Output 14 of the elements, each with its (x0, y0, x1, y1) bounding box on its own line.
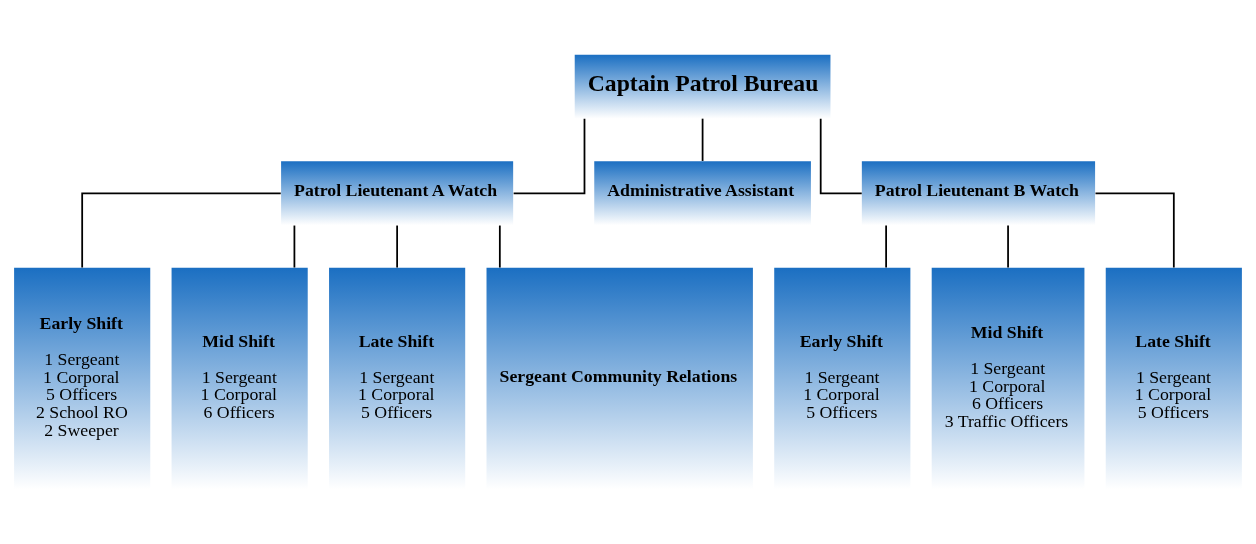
connector (81, 192, 282, 269)
connector (293, 224, 296, 269)
connector (819, 117, 863, 195)
connector (1007, 224, 1009, 269)
node-box: Patrol Lieutenant A Watch (281, 161, 514, 226)
connector (701, 117, 704, 162)
node-box: Captain Patrol Bureau (574, 54, 831, 119)
connector (885, 224, 887, 269)
node-box: Administrative Assistant (594, 161, 811, 226)
connector (1094, 192, 1175, 269)
node-box: Patrol Lieutenant B Watch (861, 161, 1096, 226)
connector (396, 224, 398, 269)
connector (498, 224, 501, 269)
connector (512, 117, 586, 195)
